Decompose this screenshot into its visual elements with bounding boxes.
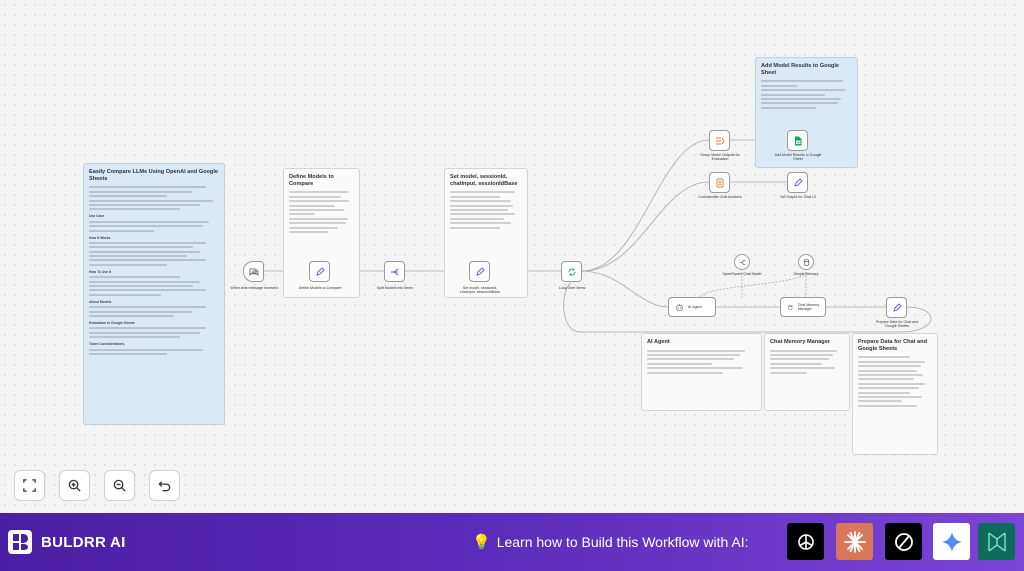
- gemini-icon: [941, 531, 962, 552]
- node-add-to-sheet[interactable]: [787, 130, 808, 151]
- node-openrouter-model[interactable]: [734, 254, 750, 270]
- note-setmodel-title: Set model, sessionId, chatInput, session…: [450, 174, 518, 187]
- database-icon: [788, 304, 793, 310]
- note-addresults[interactable]: Add Model Results to Google Sheet: [755, 57, 858, 168]
- fit-view-button[interactable]: [14, 470, 45, 501]
- zoom-in-icon: [68, 479, 81, 492]
- node-split-models-label: Split Models into Items: [376, 286, 414, 290]
- concat-icon: [716, 178, 723, 187]
- note-prepare-title: Prepare Data for Chat and Google Sheets: [858, 339, 928, 352]
- chat-icon: [249, 268, 258, 276]
- node-openrouter-label: OpenRouter Chat Model: [722, 272, 762, 276]
- node-split-models[interactable]: [384, 261, 405, 282]
- note-addresults-title: Add Model Results to Google Sheet: [761, 63, 840, 76]
- node-concat-answers[interactable]: [709, 172, 730, 193]
- note-aiagent-title: AI Agent: [647, 339, 670, 345]
- note-intro-heading-how: How It Works: [89, 235, 111, 240]
- pencil-icon: [475, 266, 485, 276]
- note-define-title: Define Models to Compare: [289, 174, 334, 187]
- undo-icon: [158, 481, 171, 492]
- node-prepare-data[interactable]: [886, 297, 907, 318]
- node-add-to-sheet-label: Add Model Results to Google Sheet: [774, 153, 822, 162]
- connections: [264, 139, 932, 333]
- zoom-out-icon: [113, 479, 126, 492]
- deepseek-logo[interactable]: [978, 523, 1015, 560]
- learn-callout: 💡 Learn how to Build this Workflow with …: [472, 533, 749, 551]
- node-define-models[interactable]: [309, 261, 330, 282]
- zoom-in-button[interactable]: [59, 470, 90, 501]
- loop-icon: [568, 268, 575, 275]
- note-chatmem-title: Chat Memory Manager: [770, 339, 830, 345]
- note-prepare[interactable]: Prepare Data for Chat and Google Sheets: [852, 333, 938, 455]
- node-loop-items[interactable]: [561, 261, 582, 282]
- lightbulb-icon: 💡: [472, 534, 491, 551]
- buldrr-logo-icon: [8, 530, 32, 554]
- node-loop-items-label: Loop Over Items: [558, 286, 586, 290]
- node-set-chat-output-label: Set Output for Chat UI: [780, 195, 816, 199]
- note-chatmem[interactable]: Chat Memory Manager: [764, 333, 850, 411]
- node-group-outputs-label: Group Model Outputs for Evaluation: [700, 153, 740, 162]
- canvas-toolbar: [14, 470, 180, 501]
- perplexity-icon: [894, 532, 913, 551]
- note-intro-heading-tokens: Token Considerations: [89, 342, 125, 347]
- node-set-model-label: Set model, sessionId, chatInput, session…: [459, 286, 501, 295]
- node-prepare-data-label: Prepare Data for Chat and Google Sheets: [875, 320, 919, 329]
- zoom-out-button[interactable]: [104, 470, 135, 501]
- openai-icon: [797, 533, 814, 550]
- node-chat-trigger[interactable]: [243, 261, 264, 282]
- note-intro-title: Easily Compare LLMs Using OpenAI and Goo…: [89, 169, 218, 182]
- note-intro-heading-usecase: Use Case: [89, 214, 105, 219]
- openai-logo[interactable]: [787, 523, 824, 560]
- node-define-models-label: Define Models to Compare: [298, 286, 342, 290]
- pencil-icon: [892, 302, 902, 312]
- node-concat-answers-label: Concatenate Chat Answers: [698, 195, 742, 199]
- node-set-chat-output[interactable]: [787, 172, 808, 193]
- brand[interactable]: BULDRR AI: [8, 530, 126, 554]
- node-chat-memory-manager-label: Chat Memory Manager: [797, 303, 820, 311]
- robot-icon: [676, 303, 683, 310]
- brand-name: BULDRR AI: [41, 533, 126, 551]
- perplexity-logo[interactable]: [885, 523, 922, 560]
- split-icon: [390, 268, 398, 275]
- pencil-icon: [315, 266, 325, 276]
- claude-icon: [843, 530, 866, 553]
- node-simple-memory[interactable]: [798, 254, 814, 270]
- note-aiagent[interactable]: AI Agent: [641, 333, 762, 411]
- deepseek-icon: [987, 531, 1006, 552]
- memory-icon: [803, 258, 809, 266]
- node-set-model[interactable]: [469, 261, 490, 282]
- gemini-logo[interactable]: [933, 523, 970, 560]
- note-intro-heading-eval: Evaluation in Google Sheets: [89, 321, 135, 325]
- openrouter-icon: [739, 259, 745, 265]
- node-ai-agent-label: AI Agent: [688, 305, 702, 309]
- node-chat-trigger-label: When chat message received: [230, 286, 278, 290]
- note-intro[interactable]: Easily Compare LLMs Using OpenAI and Goo…: [83, 163, 225, 425]
- node-chat-memory-manager[interactable]: Chat Memory Manager: [780, 297, 826, 317]
- group-icon: [715, 137, 725, 144]
- promo-banner: BULDRR AI 💡 Learn how to Build this Work…: [0, 513, 1024, 571]
- workflow-canvas[interactable]: Easily Compare LLMs Using OpenAI and Goo…: [0, 0, 1024, 513]
- note-intro-heading-models: About Models: [89, 299, 112, 304]
- node-simple-memory-label: Simple Memory: [793, 272, 819, 276]
- undo-button[interactable]: [149, 470, 180, 501]
- note-intro-heading-howto: How To Use It: [89, 269, 112, 274]
- learn-text: Learn how to Build this Workflow with AI…: [496, 534, 749, 550]
- google-sheets-icon: [794, 136, 801, 145]
- pencil-icon: [793, 177, 803, 187]
- fit-view-icon: [23, 479, 36, 492]
- claude-logo[interactable]: [836, 523, 873, 560]
- node-ai-agent[interactable]: AI Agent: [668, 297, 716, 317]
- node-group-outputs[interactable]: [709, 130, 730, 151]
